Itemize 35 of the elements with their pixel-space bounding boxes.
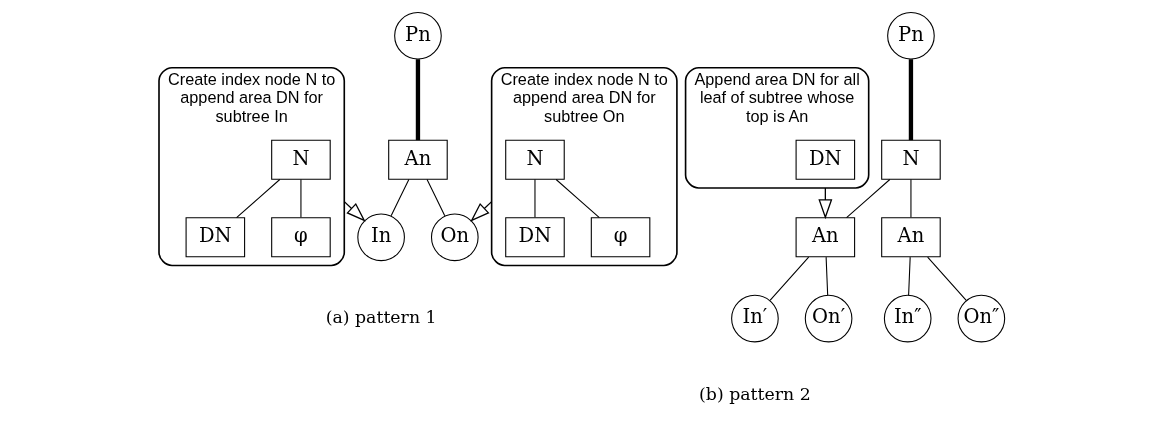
connector [908, 59, 914, 141]
connector [846, 179, 891, 219]
node-circle: On′ [804, 294, 853, 343]
connector [236, 179, 281, 219]
connector [555, 179, 600, 219]
node-circle: In′ [731, 294, 779, 343]
node-box: φ [590, 217, 651, 258]
node-circle: On [430, 213, 479, 262]
node-box: DN [505, 217, 565, 258]
connector [927, 256, 967, 302]
node-circle: In″ [883, 294, 932, 343]
node-box: An [388, 139, 448, 180]
node-box: DN [185, 217, 246, 258]
connector [769, 256, 810, 302]
node-circle: In [357, 213, 405, 262]
connector [390, 179, 410, 217]
node-box: φ [271, 217, 331, 258]
node-box: N [271, 139, 331, 180]
node-box: An [881, 217, 941, 258]
connector [910, 179, 912, 218]
node-circle: Pn [887, 11, 935, 60]
node-box: DN [795, 139, 856, 180]
connector [426, 179, 446, 217]
connector [415, 59, 421, 141]
connector [300, 179, 302, 218]
node-box: N [881, 139, 941, 180]
node-circle: On″ [957, 294, 1006, 343]
label: (a) pattern 1 [325, 306, 437, 327]
connector [908, 256, 911, 296]
label: (b) pattern 2 [699, 384, 811, 405]
node-box: An [795, 217, 856, 258]
connector [825, 256, 829, 296]
node-box: N [505, 139, 565, 180]
connector [534, 179, 536, 218]
node-circle: Pn [394, 11, 442, 60]
